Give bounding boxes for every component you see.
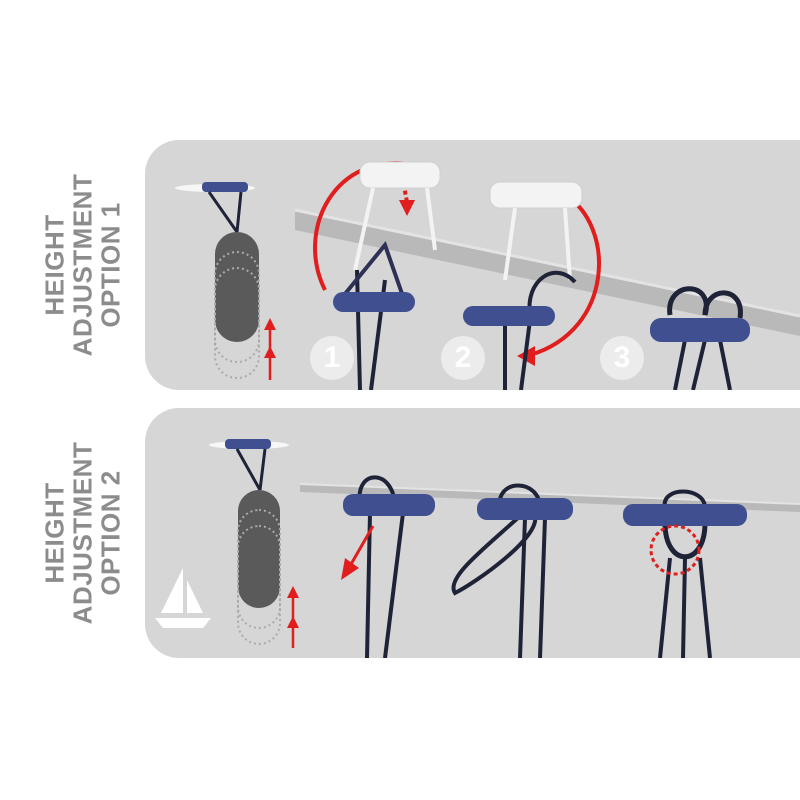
- option2-label-line1: HEIGHT: [39, 482, 70, 584]
- option1-panel: 1 2 3: [145, 140, 800, 390]
- option2-label: HEIGHT ADJUSTMENT OPTION 2: [32, 408, 132, 658]
- step1-figure: [313, 161, 441, 390]
- step1-figure: [341, 475, 435, 658]
- option2-illustration: [155, 439, 800, 658]
- knot-highlight: [649, 524, 701, 576]
- option1-label-line1: HEIGHT: [39, 214, 70, 316]
- step-3-badge: 3: [600, 336, 644, 380]
- option2-label-line2: ADJUSTMENT: [67, 441, 98, 625]
- step3-figure: [650, 286, 750, 390]
- arrow-up-icon: [264, 318, 276, 380]
- option1-label-line3: OPTION 1: [95, 202, 126, 328]
- option2-panel: [145, 408, 800, 658]
- option1-label: HEIGHT ADJUSTMENT OPTION 1: [32, 140, 132, 390]
- option2-label-line3: OPTION 2: [95, 470, 126, 596]
- step3-figure: [623, 489, 747, 658]
- fender-icon: [175, 182, 260, 379]
- option1-illustration: [175, 161, 800, 390]
- arrow-up-icon: [287, 586, 299, 648]
- step-2-badge: 2: [441, 336, 485, 380]
- sailboat-icon: [155, 568, 211, 628]
- step2-figure: [463, 181, 601, 390]
- option1-label-line2: ADJUSTMENT: [67, 173, 98, 357]
- fender-icon: [209, 439, 289, 645]
- step2-figure: [451, 483, 573, 658]
- step-1-badge: 1: [310, 336, 354, 380]
